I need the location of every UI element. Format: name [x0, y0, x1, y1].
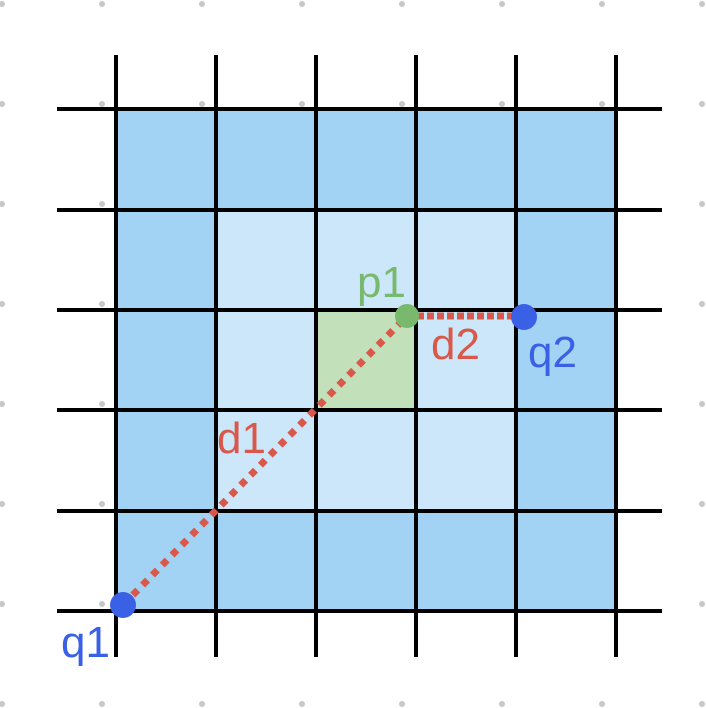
inner-cell: [216, 209, 317, 310]
grid-dot: [499, 1, 505, 7]
grid-dot: [599, 701, 605, 707]
outer-cell: [116, 409, 217, 510]
d1-label: d1: [217, 414, 266, 463]
grid-dot: [699, 401, 705, 407]
outer-cell: [416, 509, 517, 610]
outer-cell: [316, 109, 417, 210]
grid-dot: [399, 701, 405, 707]
grid-dot: [299, 1, 305, 7]
p1-point: [395, 304, 419, 328]
outer-cell: [516, 409, 617, 510]
grid-dot: [99, 301, 105, 307]
outer-cell: [316, 509, 417, 610]
inner-cell: [316, 409, 417, 510]
grid-dot: [499, 101, 505, 107]
grid-dot: [0, 601, 5, 607]
d1-distance-line: [120, 313, 410, 608]
grid-dot: [399, 1, 405, 7]
grid-dot: [99, 701, 105, 707]
grid-dot: [699, 301, 705, 307]
grid-dot: [99, 401, 105, 407]
inner-cell: [316, 209, 417, 310]
outer-cell: [216, 509, 317, 610]
grid-dot: [99, 1, 105, 7]
grid-dot: [0, 401, 5, 407]
inner-cell: [416, 409, 517, 510]
grid-dot: [299, 101, 305, 107]
grid-dot: [299, 701, 305, 707]
d2-label: d2: [431, 320, 480, 369]
grid-dot: [99, 201, 105, 207]
outer-cell: [116, 309, 217, 410]
grid-dot: [0, 501, 5, 507]
grid-dot: [499, 701, 505, 707]
outer-cell: [516, 109, 617, 210]
outer-cell: [516, 209, 617, 310]
q1-point: [110, 592, 136, 618]
grid-dot: [0, 701, 5, 707]
grid-dot: [199, 1, 205, 7]
grid-dot: [699, 601, 705, 607]
q2-point: [511, 304, 537, 330]
outer-cell: [116, 209, 217, 310]
grid-dot: [599, 1, 605, 7]
grid-dot: [199, 101, 205, 107]
grid-dot: [699, 701, 705, 707]
inner-cell: [416, 209, 517, 310]
grid-dot: [0, 1, 5, 7]
grid-dot: [0, 201, 5, 207]
grid-dot: [99, 501, 105, 507]
grid-dot: [699, 1, 705, 7]
grid-dot: [699, 501, 705, 507]
grid-lines: [57, 55, 662, 657]
grid-dot: [699, 201, 705, 207]
inner-cell: [216, 309, 317, 410]
grid-dot: [399, 101, 405, 107]
inner-cell: [416, 309, 517, 410]
outer-cell: [216, 109, 317, 210]
outer-cell: [116, 109, 217, 210]
grid-dot: [699, 101, 705, 107]
grid-dot: [199, 701, 205, 707]
outer-cell: [416, 109, 517, 210]
grid-dot: [0, 101, 5, 107]
grid-dot: [0, 301, 5, 307]
grid-dot: [99, 101, 105, 107]
p1-label: p1: [357, 258, 406, 307]
outer-cell: [516, 509, 617, 610]
grid-dot: [99, 601, 105, 607]
q2-label: q2: [528, 328, 577, 377]
grid-dot: [599, 101, 605, 107]
q1-label: q1: [61, 618, 110, 667]
